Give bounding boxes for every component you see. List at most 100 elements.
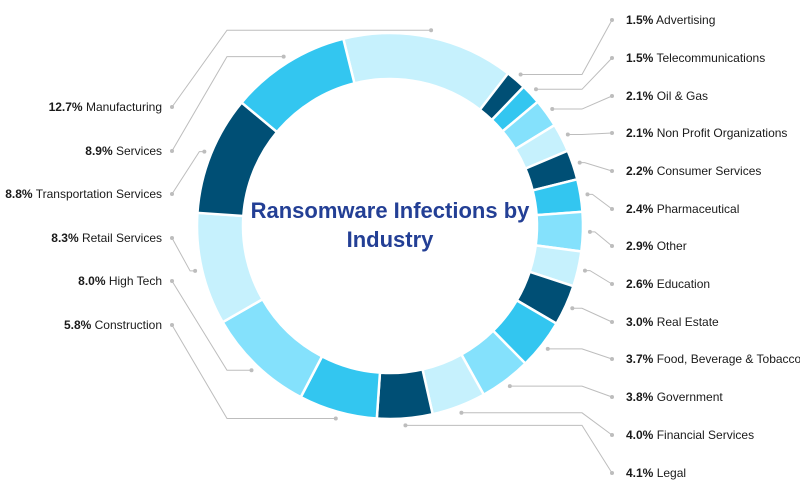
- leader-line: [589, 231, 613, 247]
- leader-line: [567, 132, 613, 135]
- slice-value: 4.1%: [626, 466, 654, 480]
- leader-line: [587, 193, 613, 210]
- leader-dot: [459, 410, 464, 415]
- slice-label: 2.9% Other: [626, 239, 687, 253]
- leader-dot: [403, 423, 408, 428]
- slice-value: 2.1%: [626, 89, 654, 103]
- slice-value: 5.8%: [63, 318, 92, 332]
- slice-value: 2.6%: [626, 277, 654, 291]
- leader-line: [579, 162, 613, 172]
- slice-name: Legal: [653, 466, 687, 480]
- leader-line: [584, 270, 613, 285]
- slice-manufacturing: [341, 31, 510, 112]
- leader-line: [171, 237, 196, 272]
- slice-label: 4.1% Legal: [626, 466, 686, 480]
- leader-dot: [507, 384, 512, 389]
- leader-line: [535, 57, 613, 90]
- leader-dot: [610, 282, 614, 286]
- slice-name: High Tech: [105, 274, 162, 288]
- leader-line: [405, 424, 613, 474]
- leader-dot: [610, 207, 614, 211]
- slice-value: 1.5%: [626, 13, 654, 27]
- leader-dot: [170, 149, 174, 153]
- leader-dot: [545, 346, 550, 351]
- slice-label: 8.8% Transportation Services: [5, 187, 162, 201]
- slice-label: 2.2% Consumer Services: [626, 164, 761, 178]
- leader-dot: [170, 323, 174, 327]
- slice-label: 1.5% Telecommunications: [626, 51, 765, 65]
- leader-dot: [333, 416, 338, 421]
- leader-dot: [587, 229, 592, 234]
- leader-dot: [610, 18, 614, 22]
- slice-label: 2.1% Non Profit Organizations: [626, 126, 787, 140]
- leader-line: [171, 56, 284, 152]
- slice-value: 12.7%: [48, 100, 83, 114]
- slice-value: 3.8%: [626, 390, 654, 404]
- leader-dot: [610, 169, 614, 173]
- slice-legal: [375, 367, 435, 421]
- leader-line: [547, 348, 613, 360]
- leader-dot: [170, 105, 174, 109]
- leader-dot: [249, 368, 254, 373]
- slice-name: Transportation Services: [32, 187, 162, 201]
- slice-value: 2.9%: [626, 239, 654, 253]
- slice-label: 1.5% Advertising: [626, 13, 715, 27]
- slice-name: Manufacturing: [82, 100, 162, 114]
- slice-label: 8.3% Retail Services: [51, 231, 162, 245]
- slice-name: Real Estate: [653, 315, 719, 329]
- slice-value: 3.7%: [626, 352, 654, 366]
- leader-dot: [202, 149, 207, 154]
- slice-name: Education: [653, 277, 711, 291]
- leader-dot: [610, 244, 614, 248]
- leader-dot: [170, 236, 174, 240]
- leader-dot: [610, 320, 614, 324]
- leader-dot: [610, 56, 614, 60]
- slice-label: 3.0% Real Estate: [626, 315, 719, 329]
- leader-line: [520, 19, 613, 76]
- slice-name: Food, Beverage & Tobacco: [653, 352, 800, 366]
- slice-value: 8.8%: [5, 187, 33, 201]
- slice-value: 4.0%: [626, 428, 654, 442]
- slice-label: 12.7% Manufacturing: [49, 100, 162, 114]
- slice-name: Other: [653, 239, 687, 253]
- leader-dot: [170, 192, 174, 196]
- leader-dot: [518, 72, 523, 77]
- slice-value: 8.3%: [51, 231, 79, 245]
- leader-dot: [577, 160, 582, 165]
- slice-name: Pharmaceutical: [653, 202, 740, 216]
- leader-line: [461, 412, 613, 436]
- slice-label: 3.8% Government: [626, 390, 723, 404]
- leader-dot: [610, 395, 614, 399]
- slice-value: 2.4%: [626, 202, 654, 216]
- leader-dot: [565, 132, 570, 137]
- slice-services: [239, 37, 356, 134]
- slice-value: 2.1%: [626, 126, 654, 140]
- leader-dot: [610, 433, 614, 437]
- slice-label: 2.6% Education: [626, 277, 710, 291]
- leader-line: [171, 324, 336, 420]
- slice-name: Telecommunications: [653, 51, 766, 65]
- chart-title: Ransomware Infections by Industry: [250, 198, 530, 252]
- slice-label: 4.0% Financial Services: [626, 428, 754, 442]
- leader-line: [171, 29, 432, 108]
- slice-name: Oil & Gas: [653, 89, 709, 103]
- slice-name: Government: [653, 390, 723, 404]
- slice-value: 8.0%: [78, 274, 106, 288]
- slice-value: 2.2%: [626, 164, 654, 178]
- leader-dot: [610, 131, 614, 135]
- leader-dot: [610, 94, 614, 98]
- slice-value: 1.5%: [626, 51, 654, 65]
- slice-value: 8.9%: [85, 144, 113, 158]
- leader-line: [572, 307, 613, 323]
- leader-dot: [550, 107, 555, 112]
- leader-dot: [281, 54, 286, 59]
- leader-dot: [533, 87, 538, 92]
- slice-name: Non Profit Organizations: [653, 126, 788, 140]
- leader-dot: [170, 279, 174, 283]
- slice-name: Financial Services: [653, 428, 755, 442]
- slice-label: 2.1% Oil & Gas: [626, 89, 708, 103]
- leader-dot: [570, 306, 575, 311]
- slice-name: Consumer Services: [653, 164, 762, 178]
- leader-line: [552, 95, 613, 110]
